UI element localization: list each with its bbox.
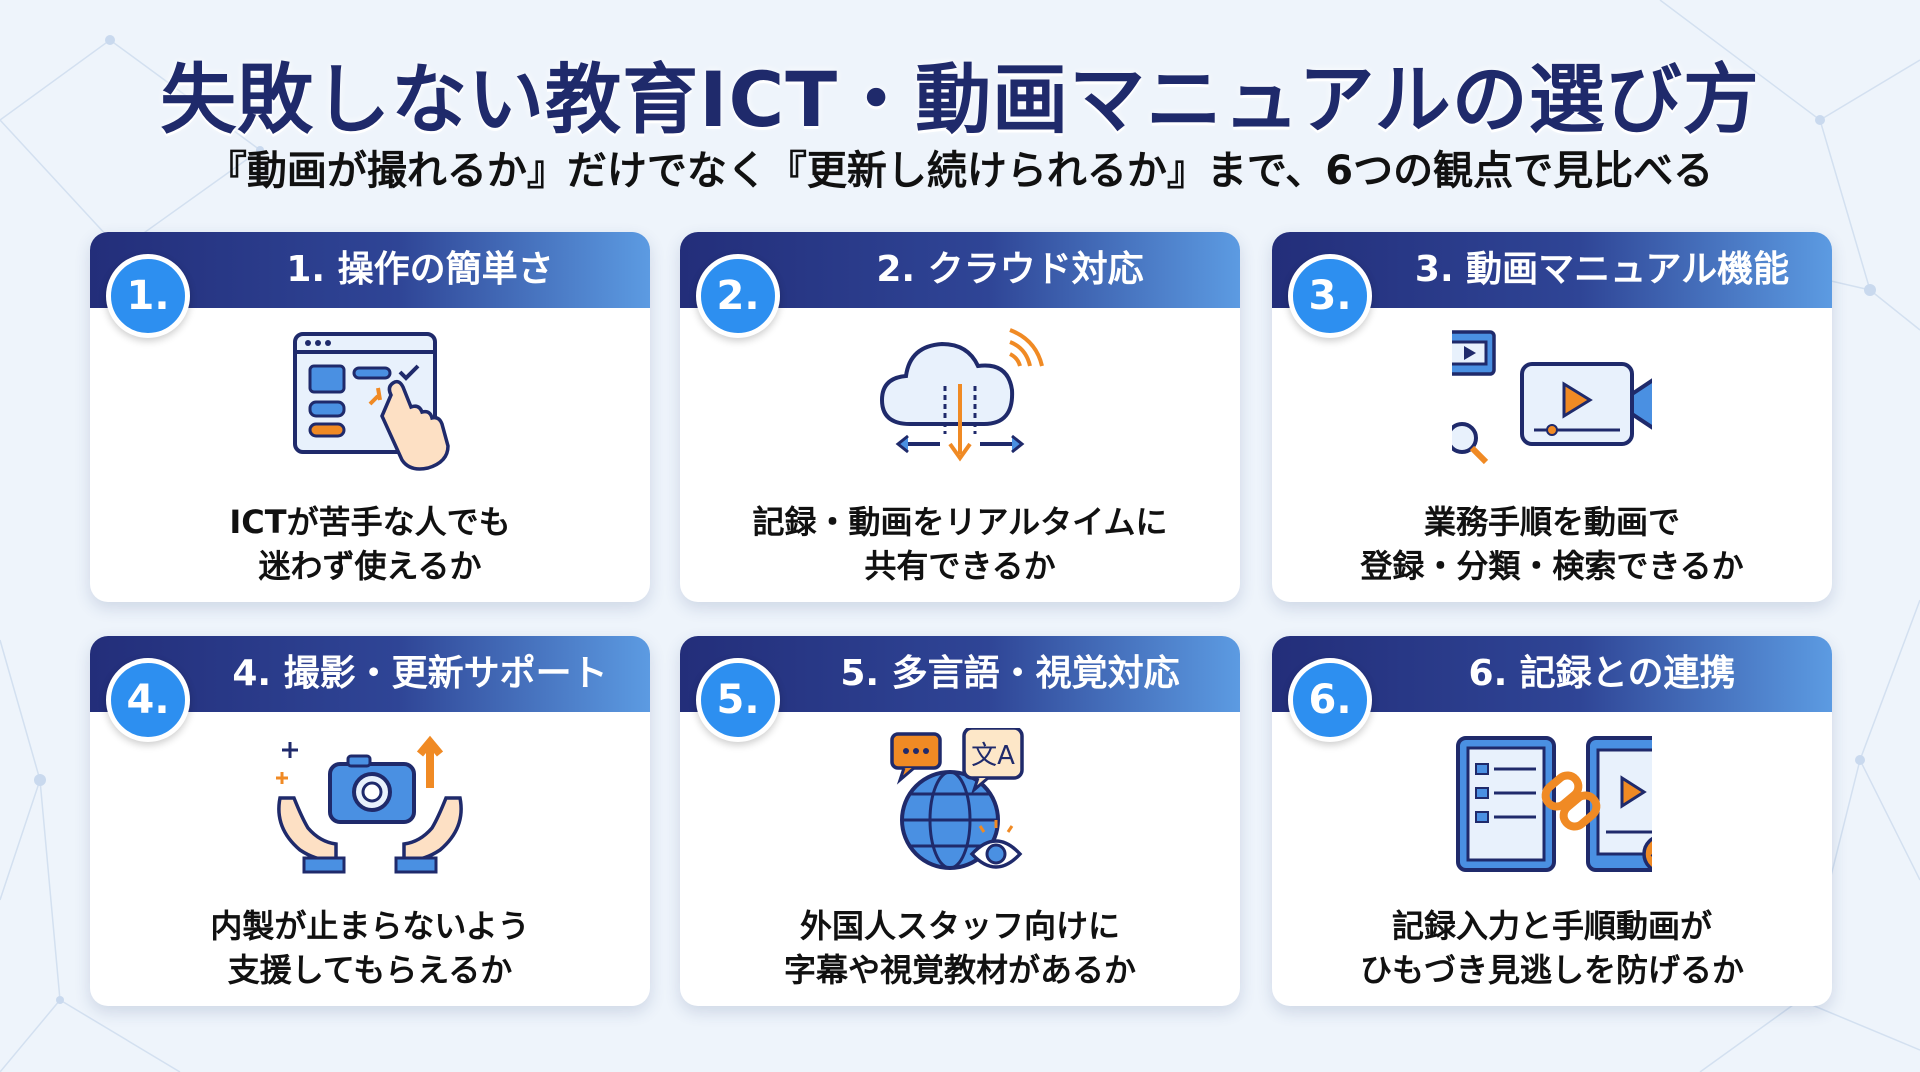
desc-line: ひもづき見逃しを防げるか: [1359, 951, 1744, 989]
card-description: ICTが苦手な人でも 迷わず使えるか: [90, 500, 650, 588]
card-description: 内製が止まらないよう 支援してもらえるか: [90, 904, 650, 992]
page-subtitle: 『動画が撮れるか』だけでなく『更新し続けられるか』まで、6つの観点で見比べる: [206, 148, 1714, 194]
card-number-badge: 6.: [1288, 658, 1372, 742]
criteria-card-3: 3. 動画マニュアル機能 3. 業務手順を動画で 登録・分類・検索できるか: [1272, 232, 1832, 602]
page-title: 失敗しない教育ICT・動画マニュアルの選び方: [160, 55, 1760, 144]
card-number-badge: 2.: [696, 254, 780, 338]
card-title: 3. 動画マニュアル機能: [1414, 249, 1790, 290]
desc-line: 支援してもらえるか: [227, 951, 513, 989]
desc-line: 外国人スタッフ向けに: [799, 907, 1120, 945]
card-description: 業務手順を動画で 登録・分類・検索できるか: [1272, 500, 1832, 588]
cloud-sync-icon: [879, 328, 1044, 462]
criteria-card-6: 6. 記録との連携 6. 記録入力と手順動画が ひもづき見逃しを防げるか: [1272, 636, 1832, 1006]
card-number-badge: 1.: [106, 254, 190, 338]
touch-ui-icon: [293, 332, 450, 471]
criteria-card-4: 4. 撮影・更新サポート 4. 内製が止まらないよう 支援してもらえるか: [90, 636, 650, 1006]
desc-line: ICTが苦手な人でも: [229, 503, 511, 541]
card-title: 6. 記録との連携: [1468, 653, 1736, 694]
card-description: 外国人スタッフ向けに 字幕や視覚教材があるか: [680, 904, 1240, 992]
criteria-card-5: 5. 多言語・視覚対応 5. 文A 外国人スタッフ向けに 字幕や視覚教材があるか: [680, 636, 1240, 1006]
desc-line: 記録・動画をリアルタイムに: [752, 503, 1168, 541]
desc-line: 登録・分類・検索できるか: [1360, 547, 1744, 585]
desc-line: 迷わず使えるか: [258, 547, 482, 585]
card-title: 1. 操作の簡単さ: [286, 249, 554, 290]
desc-line: 内製が止まらないよう: [210, 907, 530, 945]
desc-line: 共有できるか: [864, 547, 1056, 585]
video-camera-icon: [1452, 330, 1652, 465]
criteria-card-1: 1. 操作の簡単さ 1. ICTが苦手な人でも 迷わず使えるか: [90, 232, 650, 602]
card-number-badge: 3.: [1288, 254, 1372, 338]
card-title: 2. クラウド対応: [876, 249, 1144, 290]
desc-line: 記録入力と手順動画が: [1391, 907, 1712, 945]
svg-text:文A: 文A: [971, 741, 1015, 771]
desc-line: 字幕や視覚教材があるか: [783, 951, 1136, 989]
desc-line: 業務手順を動画で: [1423, 503, 1680, 541]
link-devices-icon: [1456, 736, 1652, 872]
card-title: 5. 多言語・視覚対応: [840, 653, 1180, 694]
camera-hands-icon: [276, 735, 463, 874]
card-title: 4. 撮影・更新サポート: [232, 653, 608, 694]
criteria-card-2: 2. クラウド対応 2. 記録・動画をリアルタイムに 共有できるか: [680, 232, 1240, 602]
card-description: 記録・動画をリアルタイムに 共有できるか: [680, 500, 1240, 588]
card-number-badge: 5.: [696, 658, 780, 742]
card-description: 記録入力と手順動画が ひもづき見逃しを防げるか: [1272, 904, 1832, 992]
globe-translate-icon: 文A: [890, 728, 1024, 870]
card-number-badge: 4.: [106, 658, 190, 742]
